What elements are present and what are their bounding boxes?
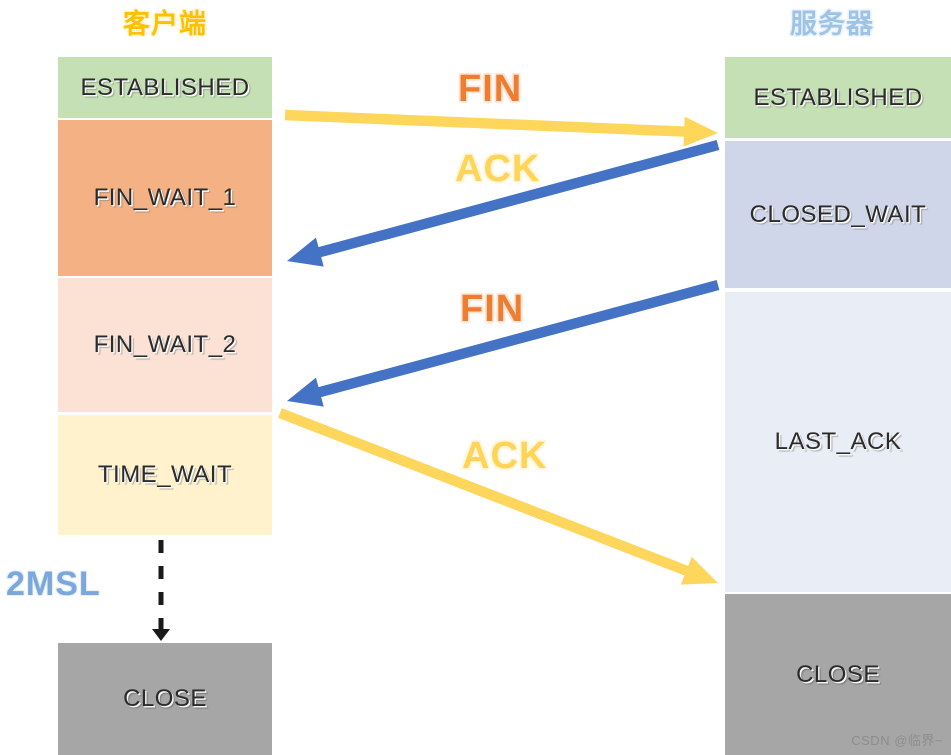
state-label: CLOSE	[796, 660, 880, 688]
state-label: ESTABLISHED	[753, 83, 923, 111]
client-state-fin_wait_2: FIN_WAIT_2	[58, 278, 272, 412]
two-msl-label: 2MSL	[6, 565, 101, 603]
state-label: TIME_WAIT	[97, 461, 233, 488]
state-label: LAST_ACK	[774, 428, 902, 455]
state-label: FIN_WAIT_2	[93, 331, 237, 358]
state-label: FIN_WAIT_1	[93, 184, 237, 211]
two-msl-dashed-arrow	[152, 540, 170, 641]
message-label-fin-0: FIN	[458, 68, 523, 110]
server-state-closed_wait: CLOSED_WAIT	[725, 141, 951, 288]
server-state-close: CLOSE	[725, 594, 951, 755]
client-state-fin_wait_1: FIN_WAIT_1	[58, 120, 272, 276]
watermark: CSDN @临界~	[851, 733, 943, 748]
server-column-title: 服务器	[790, 9, 874, 39]
arrow-fin-0	[284, 109, 718, 147]
message-label-ack-1: ACK	[455, 148, 541, 190]
client-state-established: ESTABLISHED	[58, 57, 272, 118]
state-label: CLOSE	[123, 685, 207, 712]
message-label-fin-2: FIN	[460, 288, 525, 330]
client-state-time_wait: TIME_WAIT	[58, 415, 272, 535]
client-state-close: CLOSE	[58, 643, 272, 755]
state-label: CLOSED_WAIT	[749, 200, 927, 228]
server-state-established: ESTABLISHED	[725, 57, 951, 138]
message-label-ack-3: ACK	[462, 435, 548, 477]
server-state-last_ack: LAST_ACK	[725, 292, 951, 592]
client-column-title: 客户端	[123, 9, 207, 39]
state-label: ESTABLISHED	[80, 73, 250, 101]
